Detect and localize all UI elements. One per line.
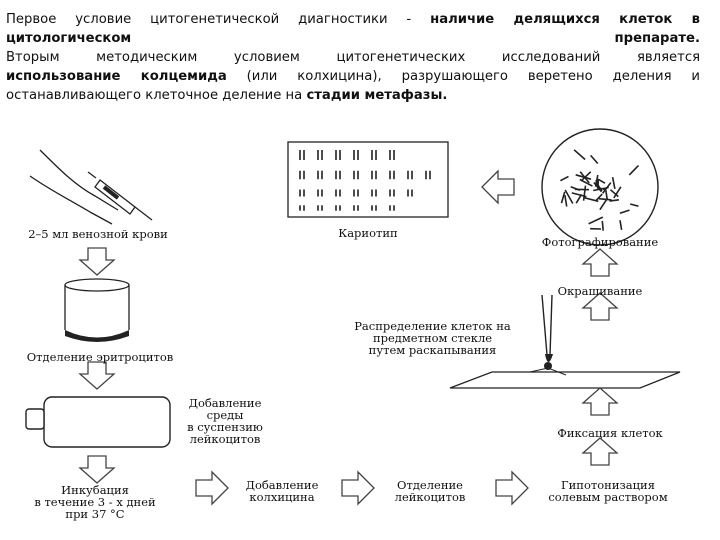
arrow-down-1: [79, 247, 115, 276]
metaphase-chromosome-mark: [583, 196, 599, 203]
metaphase-chromosome-mark: [611, 177, 616, 190]
label-spread: Распределение клеток на предметном стекл…: [340, 320, 525, 356]
metaphase-chromosome-mark: [628, 164, 640, 176]
arrow-down-3: [79, 455, 115, 484]
intro-line4-a: использование колцемида: [6, 69, 227, 84]
metaphase-chromosome-mark: [601, 220, 604, 231]
metaphase-plate-illustration: [541, 128, 659, 246]
label-incubation: Инкубация в течение 3 - х дней при 37 °С: [20, 484, 170, 520]
metaphase-chromosome-mark: [575, 174, 592, 180]
metaphase-chromosome-mark: [597, 178, 606, 184]
label-spread-1: Распределение клеток на: [354, 319, 511, 333]
label-colchicine: Добавление колхицина: [232, 479, 332, 503]
metaphase-chromosome-mark: [629, 203, 639, 207]
label-incubation-1: Инкубация: [61, 483, 129, 497]
intro-line-5: останавливающего клеточное деление на ст…: [6, 86, 700, 105]
culture-flask-illustration: [25, 396, 171, 448]
label-leuko-2: лейкоцитов: [394, 490, 466, 504]
label-incubation-3: при 37 °С: [65, 507, 125, 521]
metaphase-chromosome-mark: [573, 149, 586, 161]
karyotype-illustration: [287, 141, 449, 218]
label-incubation-2: в течение 3 - х дней: [34, 495, 156, 509]
intro-line1-a: Первое условие цитогенетической диагност…: [6, 12, 431, 27]
metaphase-chromosome-mark: [564, 189, 574, 204]
slide-pipette-illustration: [449, 294, 681, 389]
intro-text: Первое условие цитогенетической диагност…: [6, 10, 700, 105]
arrow-right-2: [341, 471, 375, 505]
metaphase-chromosome-mark: [595, 193, 603, 202]
metaphase-chromosome-mark: [588, 216, 604, 225]
metaphase-chromosome-mark: [605, 189, 608, 199]
label-leuko: Отделение лейкоцитов: [380, 479, 480, 503]
metaphase-chromosome-mark: [595, 179, 600, 189]
label-medium-3: в суспензию: [187, 420, 263, 434]
label-hypotonic-1: Гипотонизация: [561, 478, 655, 492]
metaphase-chromosome-mark: [564, 194, 568, 207]
arrow-up-2: [582, 387, 618, 416]
intro-line-2: цитологическом препарате.: [6, 29, 700, 48]
metaphase-chromosome-mark: [560, 175, 569, 182]
intro-line2-b: препарате.: [614, 31, 700, 46]
label-colchicine-1: Добавление: [245, 478, 319, 492]
label-medium-2: среды: [206, 408, 244, 422]
intro-line1-b: наличие делящихся клеток в: [430, 12, 700, 27]
label-spread-3: путем раскапывания: [368, 343, 497, 357]
arm-syringe-illustration: [29, 149, 153, 225]
label-spread-2: предметном стекле: [372, 331, 493, 345]
label-hypotonic: Гипотонизация солевым раствором: [538, 479, 678, 503]
label-leuko-1: Отделение: [397, 478, 463, 492]
label-karyotype: Кариотип: [338, 226, 398, 240]
metaphase-chromosome-mark: [590, 154, 599, 165]
label-fixation: Фиксация клеток: [557, 426, 663, 440]
arrow-left-1: [481, 170, 515, 204]
metaphase-chromosome-mark: [619, 220, 623, 231]
label-medium-4: лейкоцитов: [189, 432, 261, 446]
metaphase-chromosome-mark: [609, 199, 620, 202]
label-blood: 2–5 мл венозной крови: [28, 227, 168, 241]
arrow-up-1: [582, 437, 618, 466]
arrow-right-3: [495, 471, 529, 505]
label-medium-1: Добавление: [188, 396, 262, 410]
metaphase-chromosome-mark: [601, 182, 612, 194]
intro-line4-b: (или колхицина), разрушающего веретено д…: [226, 69, 700, 84]
label-colchicine-2: колхицина: [249, 490, 315, 504]
label-erythro: Отделение эритроцитов: [26, 350, 174, 364]
test-tube-illustration: [64, 278, 130, 342]
arrow-down-2: [79, 361, 115, 390]
metaphase-chromosome-mark: [582, 185, 587, 201]
label-medium: Добавление среды в суспензию лейкоцитов: [170, 397, 280, 445]
intro-line5-b: стадии метафазы.: [306, 88, 448, 103]
intro-line-3: Вторым методическим условием цитогенетич…: [6, 50, 700, 65]
metaphase-chromosome-mark: [580, 171, 592, 182]
arrow-up-4: [582, 248, 618, 277]
label-photo: Фотографирование: [541, 235, 659, 249]
label-staining: Окрашивание: [557, 284, 643, 298]
metaphase-chromosome-mark: [619, 209, 630, 215]
arrow-right-1: [195, 471, 229, 505]
metaphase-chromosome-mark: [560, 191, 566, 204]
intro-line2-a: цитологическом: [6, 31, 132, 46]
metaphase-chromosome-mark: [598, 197, 612, 201]
label-hypotonic-2: солевым раствором: [548, 490, 668, 504]
intro-line5-a: останавливающего клеточное деление на: [6, 88, 307, 103]
metaphase-chromosome-mark: [613, 186, 622, 199]
metaphase-chromosome-mark: [575, 193, 583, 204]
intro-line-4: использование колцемида (или колхицина),…: [6, 67, 700, 86]
metaphase-chromosome-mark: [609, 189, 619, 198]
intro-line-1: Первое условие цитогенетической диагност…: [6, 10, 700, 29]
